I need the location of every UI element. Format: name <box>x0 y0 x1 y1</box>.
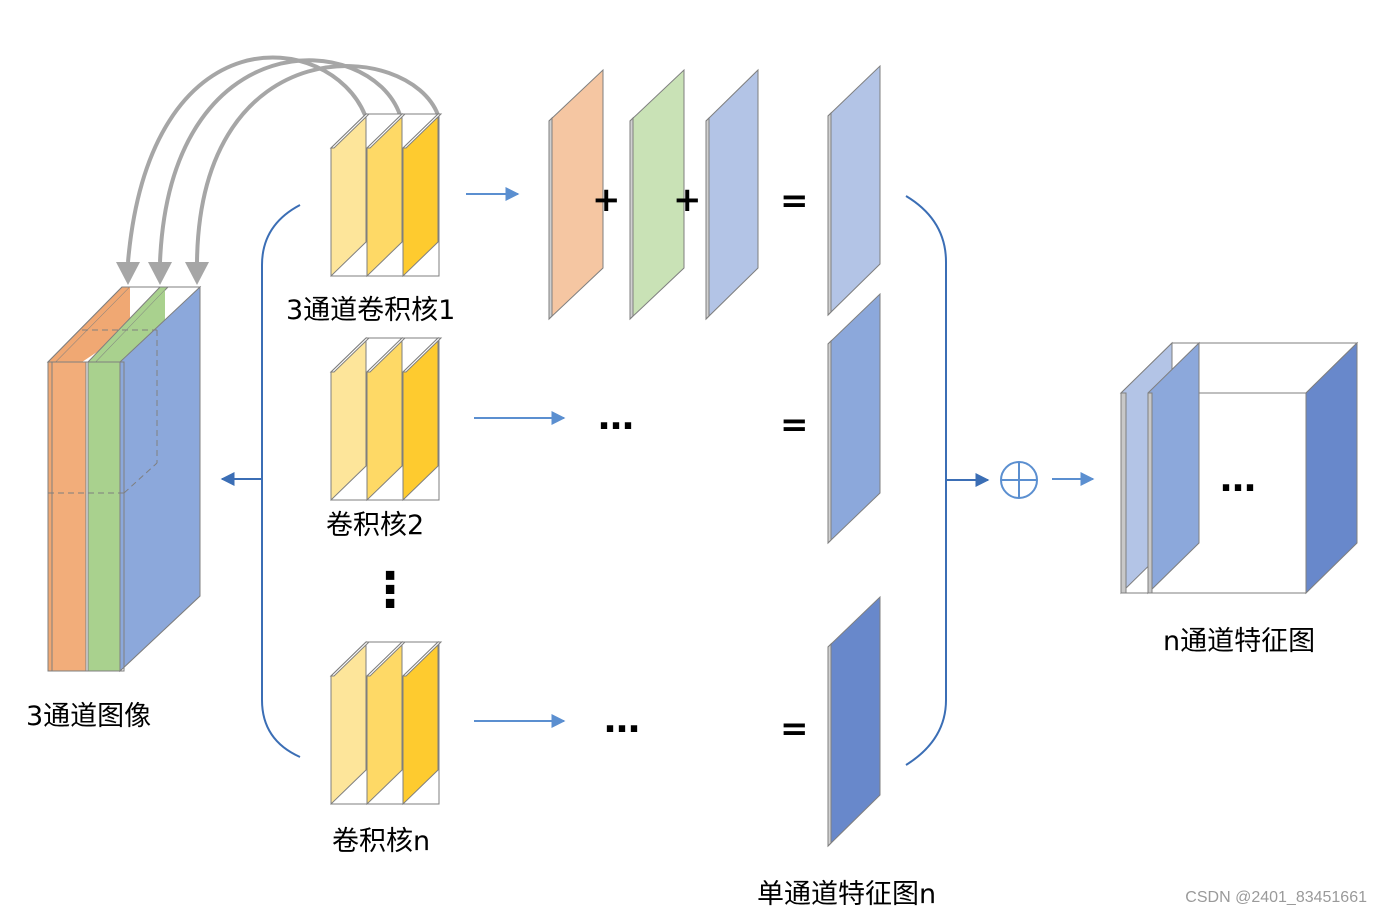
right-bracket <box>905 195 990 766</box>
input-channel-orange-band <box>56 287 130 362</box>
kernel-to-image-curves <box>116 55 440 285</box>
input-image-block <box>46 285 202 673</box>
equals-sign-1: = <box>780 181 809 221</box>
kernel-1-slab-edge-1 <box>329 113 371 149</box>
left-bracket <box>220 204 301 758</box>
ellipsis-row-n: … <box>604 700 641 741</box>
feature-map-2 <box>827 292 881 545</box>
kernel-2-slab-edge-3 <box>401 337 443 373</box>
input-channel-green-band <box>96 290 165 362</box>
kernel-1-block <box>329 112 443 278</box>
kernel-n-slab-edge-3 <box>401 641 443 677</box>
output-channel-n <box>1305 341 1358 595</box>
equals-sign-2: = <box>780 405 809 445</box>
output-feature-map <box>1119 341 1359 595</box>
kernel-2-slab-edge-1 <box>329 337 371 373</box>
label-input-image: 3通道图像 <box>26 701 152 732</box>
input-channel-orange-face <box>51 361 87 672</box>
kernel-n-slab-edge-2 <box>365 641 407 677</box>
input-front-face <box>47 361 125 672</box>
label-kernel-2: 卷积核2 <box>326 510 425 541</box>
sheet-blue <box>705 68 759 321</box>
kernel-1-slab-edge-3 <box>401 113 443 149</box>
feature-map-n <box>827 595 881 848</box>
label-kernel-n: 卷积核n <box>332 826 431 857</box>
single-channel-maps <box>827 64 881 848</box>
input-channel-green-face <box>87 361 121 672</box>
kernel-n-block <box>329 640 443 806</box>
kernel-2-slab-edge-2 <box>365 337 407 373</box>
row-arrows <box>466 187 566 728</box>
label-output-feature-map: n通道特征图 <box>1163 626 1316 657</box>
label-kernel-1: 3通道卷积核1 <box>286 295 456 326</box>
label-single-feature-map: 单通道特征图n <box>757 879 937 910</box>
plus-sign-1: + <box>592 180 621 220</box>
kernel-n-slab-edge-1 <box>329 641 371 677</box>
vertical-ellipsis-kernels: ⋮ <box>366 562 414 618</box>
watermark: CSDN @2401_83451661 <box>1185 889 1367 906</box>
feature-map-1 <box>827 64 881 317</box>
curve-channel-2 <box>158 58 402 263</box>
input-channel-blue-face <box>119 285 201 673</box>
plus-sign-2: + <box>673 180 702 220</box>
curve-channel-1 <box>126 55 367 263</box>
kernels-group <box>329 112 443 806</box>
kernel-2-block <box>329 336 443 502</box>
concat-symbol-icon <box>1000 461 1095 499</box>
ellipsis-row-2: … <box>598 397 635 438</box>
curve-channel-3 <box>195 64 440 263</box>
kernel-1-slab-edge-2 <box>365 113 407 149</box>
row1-sheets <box>548 68 759 321</box>
ellipsis-output: … <box>1220 459 1257 500</box>
equals-sign-n: = <box>780 709 809 749</box>
